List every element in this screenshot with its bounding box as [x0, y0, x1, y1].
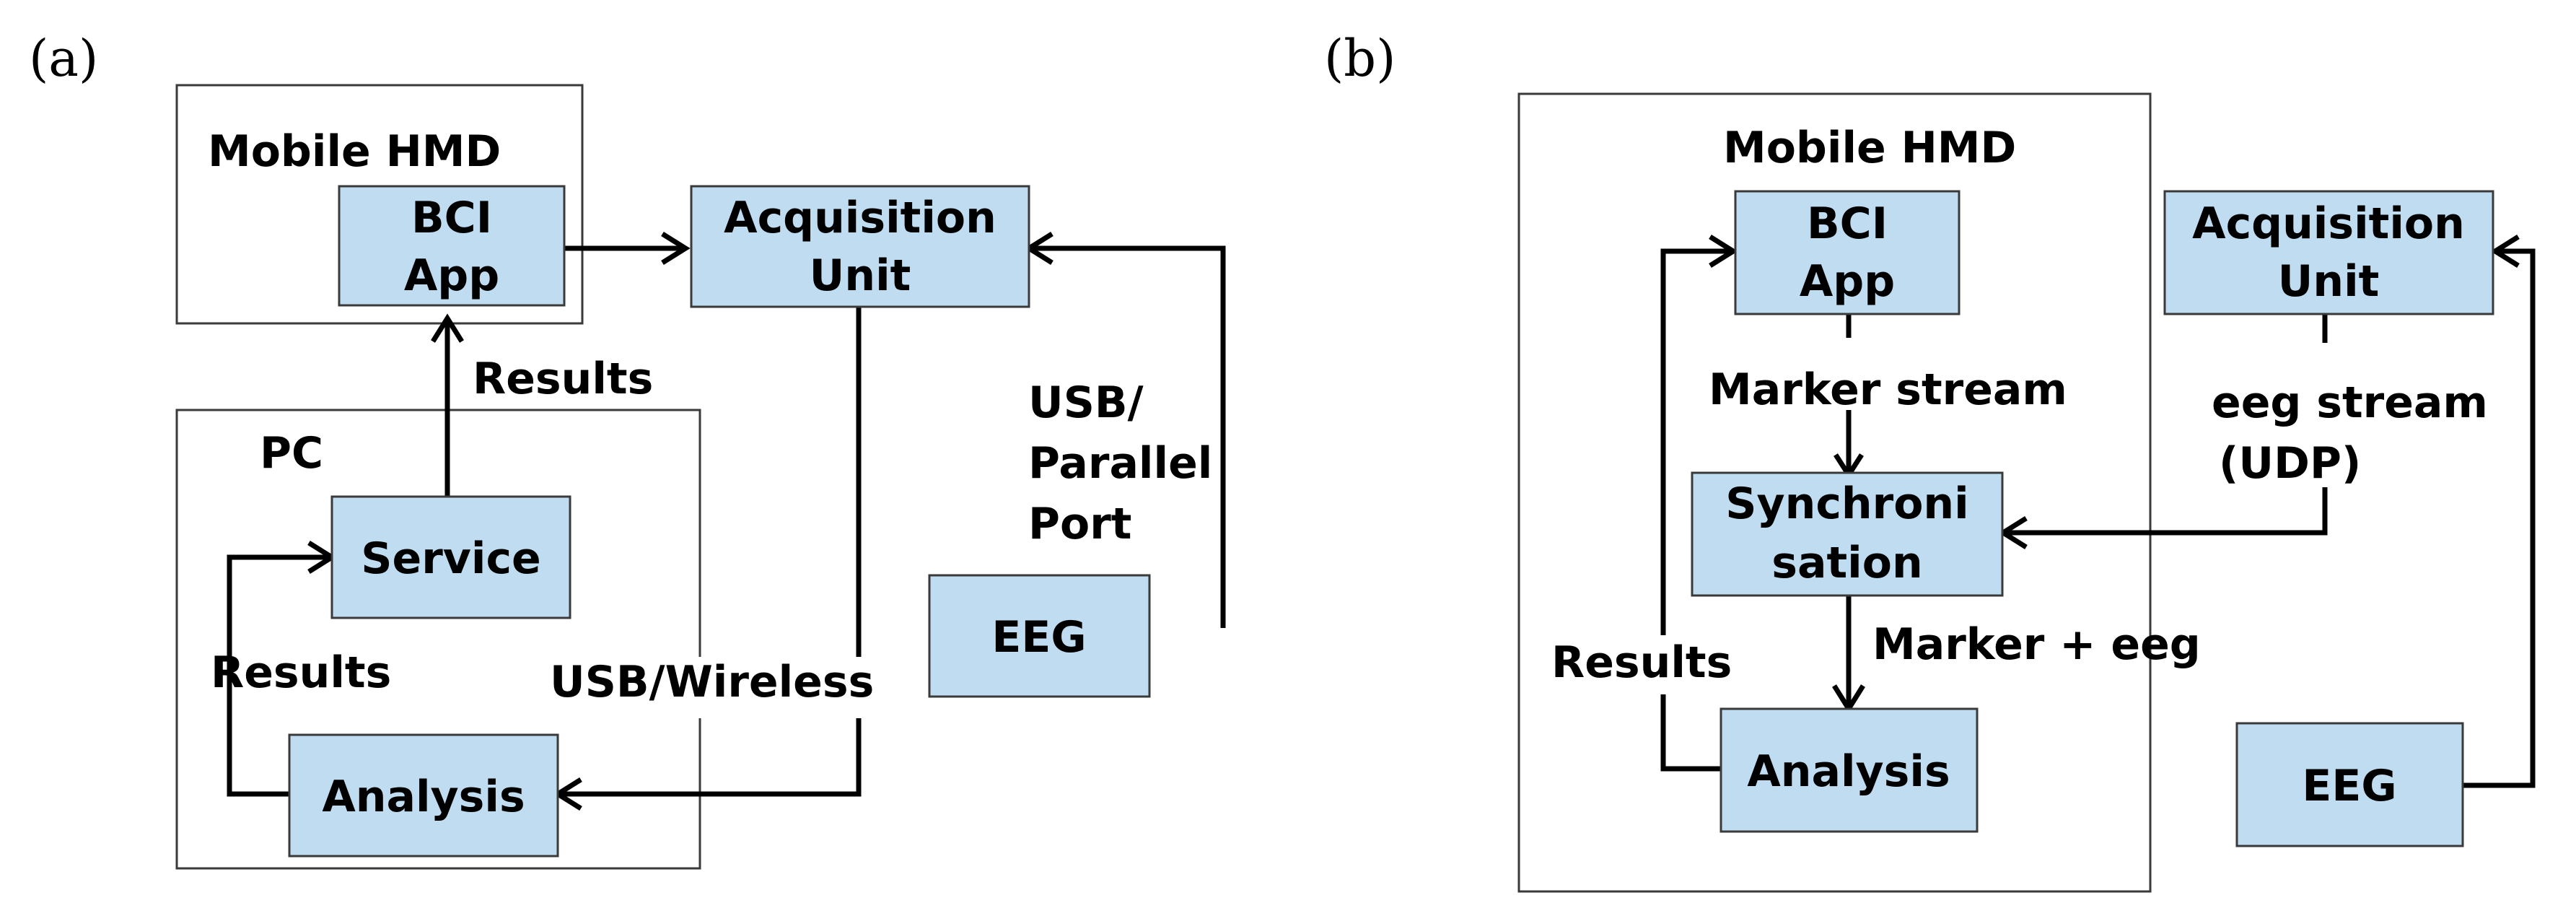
edge-label-results-loop: Results [211, 647, 391, 698]
node-box-analysis [288, 733, 559, 858]
group-frame-mobile-hmd [175, 84, 584, 325]
arrowhead-service-to-bci [431, 313, 464, 343]
panel-b: (b) Mobile HMD BCI App Acquisition Unit [1324, 29, 2536, 893]
panel-a-label: (a) [29, 29, 98, 88]
node-label-acquisition-line1: Acquisition [724, 193, 996, 243]
edge-label-usb-parallel-line1: USB/ [1028, 378, 1144, 428]
node-box-eeg-b [2235, 722, 2464, 847]
edge-label-usb-wireless: USB/Wireless [550, 657, 874, 707]
group-title-mobile-hmd: Mobile HMD [208, 126, 501, 177]
group-frame-pc [175, 409, 701, 870]
edge-label-eeg-stream-line1: eeg stream [2212, 378, 2488, 428]
node-analysis-b: Analysis [1719, 707, 1979, 833]
node-bci-app: BCI App [338, 185, 566, 307]
node-service: Service [330, 495, 571, 619]
edge-results-loop [1660, 248, 1732, 772]
node-box-acquisition-unit-b [2163, 190, 2494, 315]
node-label-analysis: Analysis [322, 772, 525, 822]
node-box-bci-app [338, 185, 566, 307]
edge-analysis-to-service [227, 554, 330, 797]
group-frame-mobile-hmd-b [1517, 92, 2152, 893]
edge-eeg-to-acquisition-b [2463, 248, 2536, 788]
panel-b-label: (b) [1324, 29, 1396, 88]
node-box-eeg [928, 574, 1151, 698]
node-label-sync-line2: sation [1771, 538, 1922, 588]
arrowhead-eeg-to-acquisition-b [2490, 235, 2520, 268]
node-box-acquisition-unit [690, 185, 1030, 308]
node-label-acquisition-b-line2: Unit [2278, 256, 2380, 307]
node-label-service: Service [361, 533, 540, 584]
edge-label-usb-parallel-line2: Parallel [1028, 438, 1212, 489]
group-title-pc: PC [260, 428, 323, 479]
node-label-eeg: EEG [991, 612, 1086, 663]
node-acquisition-unit-b: Acquisition Unit [2163, 190, 2494, 315]
node-analysis: Analysis [288, 733, 559, 858]
panel-a: (a) Mobile HMD PC BCI App Acquisition Un… [29, 29, 1226, 870]
edge-label-usb-parallel-line3: Port [1028, 499, 1131, 549]
node-box-service [330, 495, 571, 619]
node-label-acquisition-b-line1: Acquisition [2192, 199, 2465, 249]
edge-label-eeg-stream-line2: (UDP) [2219, 438, 2361, 489]
node-box-bci-app-b [1734, 190, 1961, 315]
group-title-mobile-hmd-b: Mobile HMD [1723, 123, 2016, 173]
node-box-synchronisation [1691, 471, 2004, 597]
node-label-analysis-b: Analysis [1747, 746, 1950, 797]
node-label-acquisition-line2: Unit [810, 250, 911, 301]
arrowhead-bci-to-acquisition [661, 232, 691, 265]
edge-label-marker-eeg: Marker + eeg [1872, 619, 2201, 670]
node-label-bci-app-b-line1: BCI [1807, 199, 1888, 249]
node-label-bci-app-b-line2: App [1800, 256, 1895, 307]
node-acquisition-unit: Acquisition Unit [690, 185, 1030, 308]
edge-eeg-stream [2005, 487, 2328, 536]
edge-eeg-to-acquisition [1030, 245, 1226, 628]
node-synchronisation: Synchroni sation [1691, 471, 2004, 597]
node-label-eeg-b: EEG [2302, 761, 2396, 811]
edge-acquisition-to-analysis [559, 307, 862, 797]
node-label-sync-line1: Synchroni [1725, 479, 1968, 529]
node-eeg-b: EEG [2235, 722, 2464, 847]
edge-label-marker-stream: Marker stream [1709, 365, 2067, 415]
node-eeg: EEG [928, 574, 1151, 698]
node-box-analysis-b [1719, 707, 1979, 833]
arrowhead-results-loop [1709, 235, 1738, 268]
label-mask-results-b [1548, 635, 1735, 694]
node-label-bci-app-line2: App [404, 250, 499, 301]
edge-label-results-up: Results [473, 354, 653, 404]
edge-label-results-b: Results [1551, 637, 1732, 688]
label-mask-usb-wireless [545, 657, 884, 718]
node-label-bci-app-line1: BCI [411, 193, 492, 243]
node-bci-app-b: BCI App [1734, 190, 1961, 315]
